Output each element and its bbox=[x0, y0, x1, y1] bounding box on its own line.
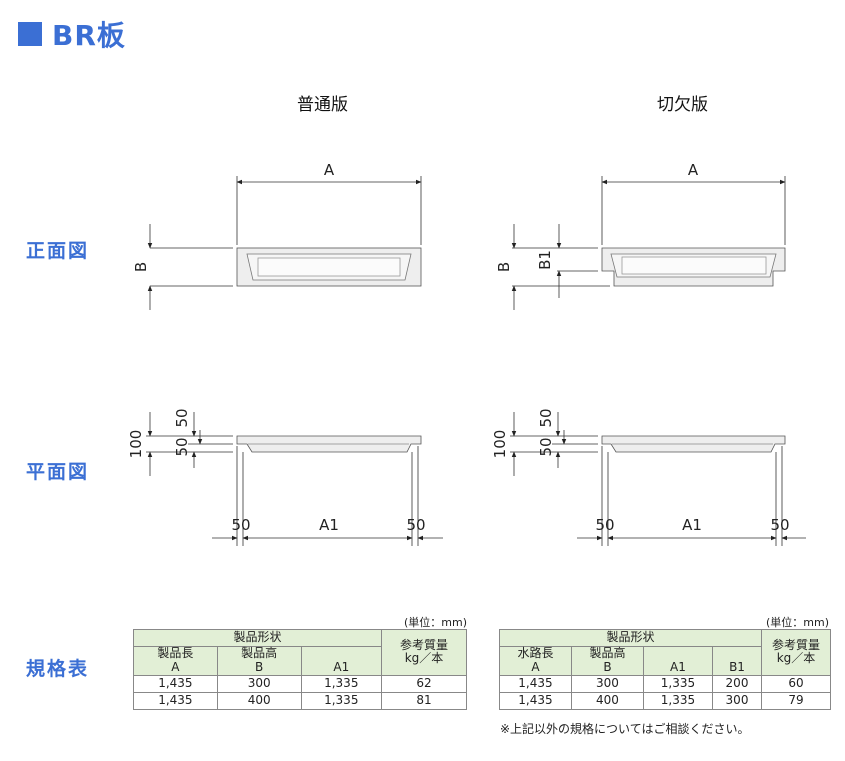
heading-cut-plate: 切欠版 bbox=[657, 95, 708, 115]
table-cell: 1,335 bbox=[300, 691, 383, 710]
dim-label-b-normal: B bbox=[132, 262, 150, 272]
section-label-plan: 平面図 bbox=[26, 461, 90, 483]
table-cell: 300 bbox=[216, 674, 302, 693]
section-label-front: 正面図 bbox=[26, 240, 90, 262]
table-cell: 62 bbox=[381, 674, 467, 693]
dim-label-50-bottom-cut: 50 bbox=[537, 437, 555, 456]
table-header-height: 製品高 B bbox=[570, 646, 644, 676]
dim-label-100-normal: 100 bbox=[127, 430, 145, 459]
table-header-channel-length: 水路長 A bbox=[499, 646, 572, 676]
table-row: 1,435 300 1,335 62 bbox=[133, 674, 467, 693]
table-group-header: 製品形状 bbox=[133, 629, 382, 647]
front-view-cut bbox=[511, 176, 786, 310]
page-title: BR板 bbox=[52, 19, 126, 52]
table-cell: 400 bbox=[570, 691, 644, 710]
table-group-header: 製品形状 bbox=[499, 629, 762, 647]
unit-note-normal: (単位：mm) bbox=[404, 616, 468, 629]
table-cell: 81 bbox=[381, 691, 467, 710]
table-row: 1,435 400 1,335 81 bbox=[133, 691, 467, 710]
dim-label-50-top-cut: 50 bbox=[537, 408, 555, 427]
table-cell: 60 bbox=[761, 674, 831, 693]
table-header-a1: A1 bbox=[300, 646, 383, 676]
dim-label-b1-cut: B1 bbox=[536, 250, 554, 270]
table-cell: 1,335 bbox=[300, 674, 383, 693]
dim-label-50-left-normal: 50 bbox=[231, 516, 250, 534]
dim-label-a-cut: A bbox=[688, 161, 699, 179]
dim-label-100-cut: 100 bbox=[491, 430, 509, 459]
table-header-b1: B1 bbox=[712, 646, 762, 676]
table-row: 1,435 300 1,335 200 60 bbox=[499, 674, 831, 693]
table-header-length: 製品長 A bbox=[133, 646, 218, 676]
dim-label-a1-cut: A1 bbox=[682, 516, 702, 534]
table-cell: 1,335 bbox=[642, 691, 714, 710]
dim-label-50-bottom-normal: 50 bbox=[173, 437, 191, 456]
dim-label-50-left-cut: 50 bbox=[595, 516, 614, 534]
dim-label-50-right-cut: 50 bbox=[770, 516, 789, 534]
spec-table-cut: 製品形状 参考質量 kg／本 水路長 A 製品高 B A1 B1 1,435 3… bbox=[499, 629, 831, 710]
technical-drawings: A B A B B1 bbox=[127, 161, 806, 546]
plan-view-normal bbox=[146, 412, 443, 546]
footnote: ※上記以外の規格についてはご相談ください。 bbox=[500, 722, 750, 736]
dim-label-b-cut: B bbox=[495, 262, 513, 272]
table-cell: 300 bbox=[712, 691, 762, 710]
table-cell: 1,435 bbox=[133, 674, 218, 693]
table-cell: 200 bbox=[712, 674, 762, 693]
plan-view-cut bbox=[510, 412, 806, 546]
dim-label-50-right-normal: 50 bbox=[406, 516, 425, 534]
table-row: 1,435 400 1,335 300 79 bbox=[499, 691, 831, 710]
dim-label-a-normal: A bbox=[324, 161, 335, 179]
section-label-spec: 規格表 bbox=[26, 658, 90, 680]
front-view-normal bbox=[147, 176, 422, 310]
spec-table-normal: 製品形状 参考質量 kg／本 製品長 A 製品高 B A1 1,435 300 … bbox=[133, 629, 467, 710]
title-square-icon bbox=[18, 22, 42, 46]
dim-label-50-top-normal: 50 bbox=[173, 408, 191, 427]
table-cell: 1,435 bbox=[499, 674, 572, 693]
table-header-weight: 参考質量 kg／本 bbox=[381, 629, 467, 676]
table-cell: 1,435 bbox=[133, 691, 218, 710]
dim-label-a1-normal: A1 bbox=[319, 516, 339, 534]
table-cell: 1,435 bbox=[499, 691, 572, 710]
table-header-height: 製品高 B bbox=[216, 646, 302, 676]
table-cell: 300 bbox=[570, 674, 644, 693]
heading-normal-plate: 普通版 bbox=[297, 95, 348, 115]
table-cell: 1,335 bbox=[642, 674, 714, 693]
table-header-a1: A1 bbox=[642, 646, 714, 676]
table-header-weight: 参考質量 kg／本 bbox=[761, 629, 831, 676]
table-cell: 79 bbox=[761, 691, 831, 710]
table-cell: 400 bbox=[216, 691, 302, 710]
unit-note-cut: (単位：mm) bbox=[766, 616, 830, 629]
